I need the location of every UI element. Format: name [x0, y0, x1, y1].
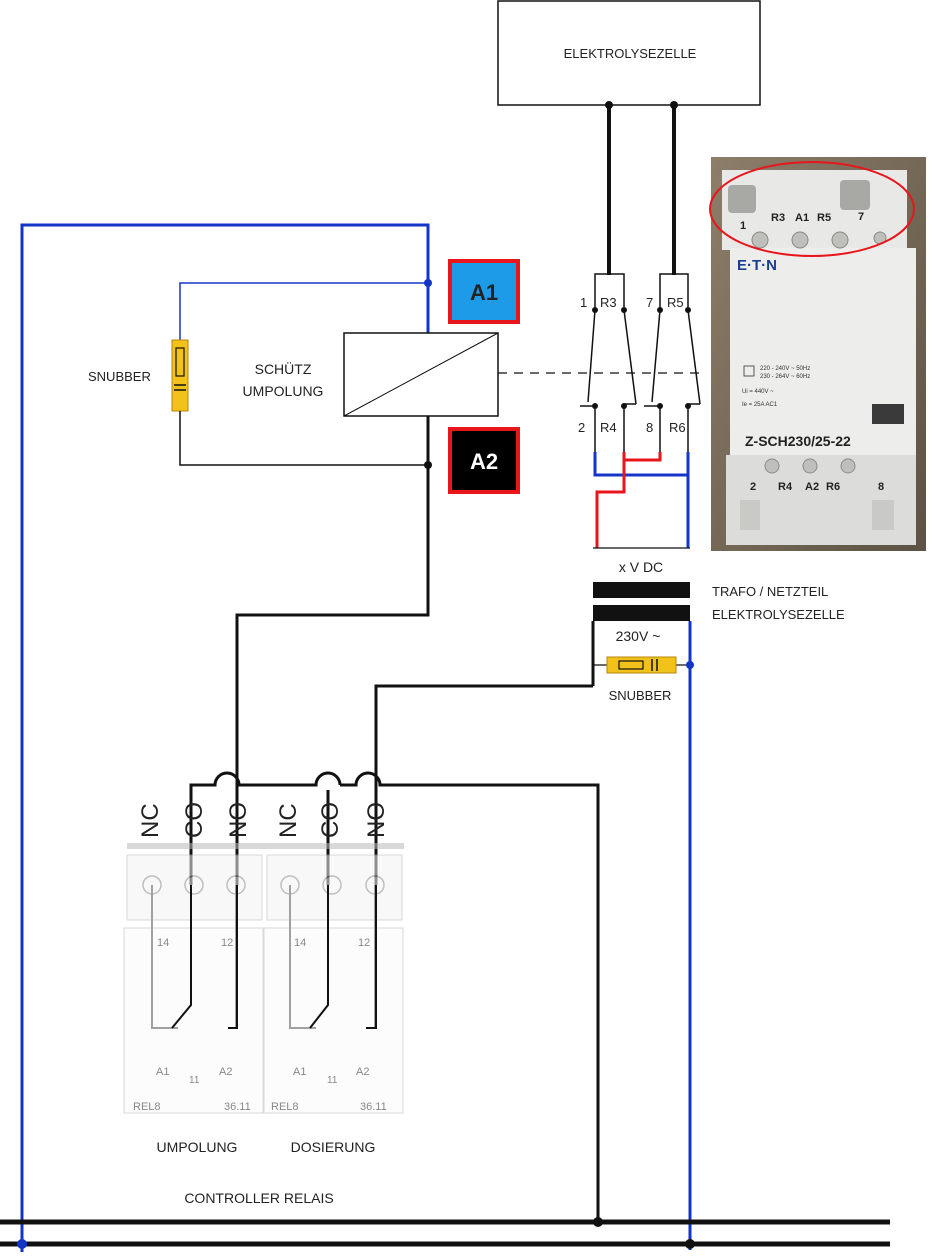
- relay-left-name: UMPOLUNG: [157, 1139, 238, 1155]
- relay-co-arms: [171, 885, 377, 1029]
- node-bus-black: [593, 1217, 603, 1227]
- terminal-r3: R3: [600, 295, 617, 310]
- ac-label: 230V ~: [616, 628, 661, 644]
- blue-snubber-wire: [179, 282, 428, 340]
- svg-text:REL8: REL8: [133, 1101, 161, 1113]
- relay-right-body-labels: 14 12 A1 11 A2 REL8 36.11: [271, 937, 387, 1113]
- snubber-a2-wire: [179, 411, 428, 466]
- terminal-r4: R4: [600, 420, 617, 435]
- svg-text:220 - 240V ~ 50Hz: 220 - 240V ~ 50Hz: [760, 366, 810, 372]
- svg-text:A1: A1: [156, 1066, 169, 1078]
- node-snubber-right: [686, 661, 694, 669]
- svg-text:R4: R4: [778, 481, 793, 493]
- transformer-core-bottom: [593, 605, 690, 621]
- svg-text:CO: CO: [317, 802, 344, 838]
- svg-text:A1: A1: [470, 280, 498, 305]
- trafo-label-2: ELEKTROLYSEZELLE: [712, 607, 845, 622]
- cell-node-right: [670, 101, 678, 109]
- svg-text:R3: R3: [771, 212, 785, 224]
- svg-text:7: 7: [858, 211, 864, 223]
- badge-a1: A1: [448, 259, 520, 324]
- cell-node-left: [605, 101, 613, 109]
- coil-diagonal: [343, 332, 499, 417]
- svg-text:36.11: 36.11: [360, 1101, 387, 1113]
- svg-text:NC: NC: [275, 803, 302, 838]
- snubber-right-label: SNUBBER: [609, 688, 672, 703]
- relay-modules: [123, 843, 404, 1114]
- relay-pin-labels-right: NC CO NO: [275, 802, 390, 838]
- badge-a2: A2: [448, 427, 520, 494]
- contactor-label-2: UMPOLUNG: [243, 383, 324, 399]
- terminal-r5: R5: [667, 295, 684, 310]
- svg-text:Ie = 25A AC1: Ie = 25A AC1: [742, 402, 778, 408]
- svg-text:11: 11: [189, 1075, 200, 1086]
- contact-nodes: [592, 307, 691, 409]
- snubber-to-relay-wire: [374, 684, 593, 780]
- svg-text:36.11: 36.11: [224, 1101, 251, 1113]
- node-bus-blue-left: [17, 1239, 27, 1249]
- svg-text:11: 11: [327, 1075, 338, 1086]
- svg-text:CO: CO: [181, 802, 208, 838]
- svg-text:8: 8: [878, 481, 884, 493]
- svg-text:12: 12: [358, 937, 370, 949]
- dc-label: x V DC: [619, 559, 663, 575]
- electrolysis-cell-box: [497, 0, 761, 106]
- svg-text:14: 14: [157, 937, 169, 949]
- svg-text:R5: R5: [817, 212, 831, 224]
- svg-text:230 - 264V ~ 60Hz: 230 - 264V ~ 60Hz: [760, 374, 810, 380]
- svg-text:A2: A2: [219, 1066, 232, 1078]
- relay-right-name: DOSIERUNG: [291, 1139, 376, 1155]
- svg-text:12: 12: [221, 937, 233, 949]
- relay-left-body-labels: 14 12 A1 11 A2 REL8 36.11: [133, 937, 251, 1113]
- snubber-right: [593, 656, 690, 674]
- svg-text:14: 14: [294, 937, 306, 949]
- relay-out-wire: [340, 771, 600, 1222]
- svg-text:1: 1: [740, 220, 746, 232]
- transformer-core-top: [593, 582, 690, 598]
- contactor-photo: 1 R3 A1 R5 7 E·T·N 220 - 240V ~ 50Hz 230…: [709, 157, 926, 551]
- svg-text:NC: NC: [137, 803, 164, 838]
- node-a1: [424, 279, 432, 287]
- relay-pin-labels-left: NC CO NO: [137, 802, 252, 838]
- svg-text:Ui = 440V ~: Ui = 440V ~: [742, 389, 774, 395]
- coil-a2-wire: [235, 416, 430, 780]
- terminal-2: 2: [578, 420, 585, 435]
- svg-text:REL8: REL8: [271, 1101, 299, 1113]
- terminal-r6: R6: [669, 420, 686, 435]
- svg-text:NO: NO: [363, 802, 390, 838]
- photo-model: Z-SCH230/25-22: [745, 433, 851, 449]
- node-a2: [424, 461, 432, 469]
- controller-label: CONTROLLER RELAIS: [184, 1190, 333, 1206]
- photo-brand: E·T·N: [737, 257, 777, 274]
- terminal-1: 1: [580, 295, 587, 310]
- highlight-ellipse: [709, 161, 915, 257]
- trafo-label-1: TRAFO / NETZTEIL: [712, 584, 828, 599]
- cross-wiring: [593, 452, 690, 548]
- snubber-left: [171, 339, 189, 412]
- node-bus-blue-right: [685, 1239, 695, 1249]
- relay-co-left-wire: [189, 771, 342, 840]
- svg-text:NO: NO: [225, 802, 252, 838]
- snubber-left-label: SNUBBER: [88, 369, 151, 384]
- svg-text:A2: A2: [805, 481, 819, 493]
- svg-text:A2: A2: [470, 449, 498, 474]
- svg-text:A1: A1: [795, 212, 809, 224]
- terminal-7: 7: [646, 295, 653, 310]
- svg-text:2: 2: [750, 481, 756, 493]
- contactor-label-1: SCHÜTZ: [255, 360, 312, 377]
- svg-text:R6: R6: [826, 481, 840, 493]
- svg-text:A2: A2: [356, 1066, 369, 1078]
- terminal-8: 8: [646, 420, 653, 435]
- electrolysis-cell-label: ELEKTROLYSEZELLE: [564, 46, 697, 61]
- svg-text:A1: A1: [293, 1066, 306, 1078]
